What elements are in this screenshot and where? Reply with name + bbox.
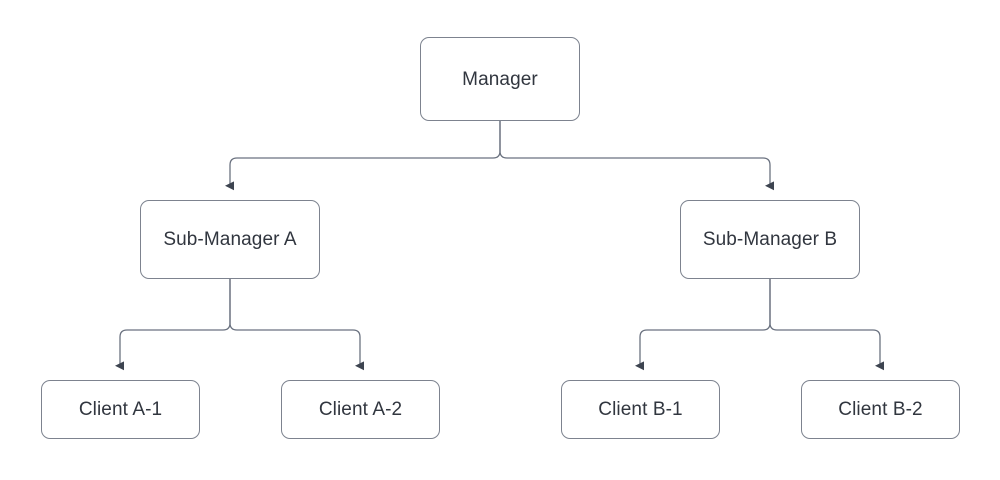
edge-sub-b-to-client-b2 <box>769 279 884 371</box>
node-client-b2[interactable]: Client B-2 <box>801 380 960 439</box>
edge-sub-b-to-client-b1 <box>635 279 771 371</box>
edge-sub-a-to-client-a1 <box>115 279 231 371</box>
node-sub-manager-a-label: Sub-Manager A <box>163 229 297 250</box>
node-client-a2-label: Client A-2 <box>318 399 403 420</box>
node-client-a2[interactable]: Client A-2 <box>281 380 440 439</box>
node-client-b2-label: Client B-2 <box>838 399 923 420</box>
edge-manager-to-sub-a <box>225 121 501 191</box>
node-manager-label: Manager <box>462 68 538 90</box>
node-client-a1[interactable]: Client A-1 <box>41 380 200 439</box>
node-manager[interactable]: Manager <box>420 37 580 121</box>
node-client-b1-label: Client B-1 <box>598 399 683 420</box>
edge-manager-to-sub-b <box>499 121 774 191</box>
node-sub-manager-b-label: Sub-Manager B <box>702 229 838 250</box>
node-sub-manager-b[interactable]: Sub-Manager B <box>680 200 860 279</box>
node-client-b1[interactable]: Client B-1 <box>561 380 720 439</box>
edge-sub-a-to-client-a2 <box>229 279 364 371</box>
node-client-a1-label: Client A-1 <box>78 399 163 420</box>
node-sub-manager-a[interactable]: Sub-Manager A <box>140 200 320 279</box>
